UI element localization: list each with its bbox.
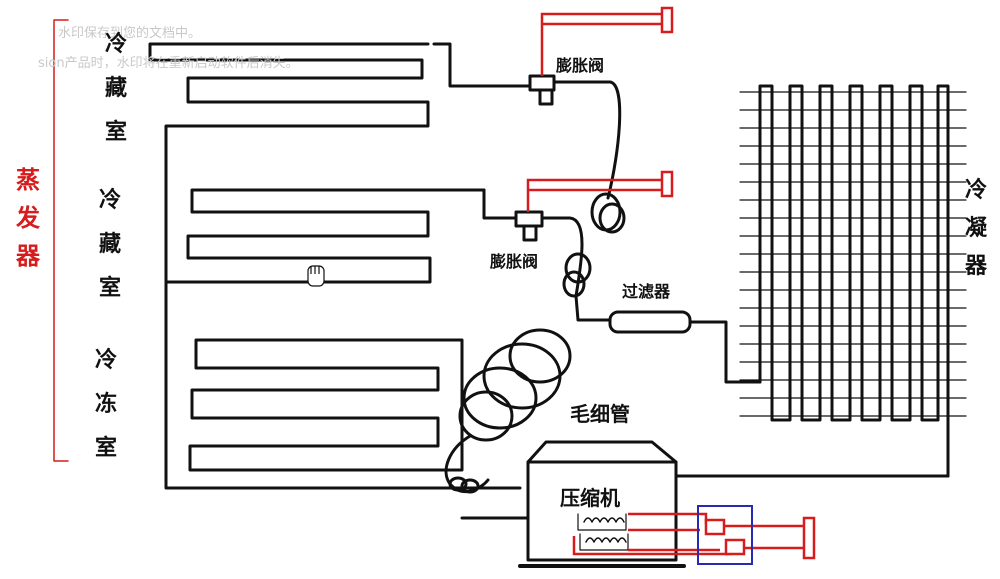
evaporator-bracket — [53, 19, 69, 462]
label-capillary: 毛细管 — [570, 402, 630, 426]
capillary-tube — [444, 328, 572, 494]
label-filter: 过滤器 — [622, 282, 671, 301]
mid-valve-wire — [526, 178, 664, 212]
expansion-valve-mid-wire — [540, 216, 612, 322]
expansion-valve-mid — [514, 210, 544, 228]
condenser-coil — [758, 84, 950, 478]
label-freezer: 冷冻室 — [94, 348, 117, 461]
compressor-wire — [572, 512, 732, 556]
label-fridge-mid: 冷藏室 — [98, 188, 121, 301]
relay-box — [697, 505, 753, 565]
filter-outlet — [688, 320, 762, 384]
label-evaporator: 蒸发器 — [16, 166, 40, 270]
label-expansion-valve-top: 膨胀阀 — [556, 56, 605, 75]
mid-fridge-serpentine — [164, 188, 486, 284]
watermark-line-2: sion产品时，水印将在重新启动软件后消失。 — [38, 56, 299, 71]
freezer-coil — [188, 338, 464, 472]
top-fridge-coil — [148, 42, 430, 142]
label-expansion-valve-mid: 膨胀阀 — [490, 252, 539, 271]
watermark-line-1: 水印保存到您的文档中。 — [58, 26, 202, 41]
filter-body — [608, 310, 692, 334]
hand-cursor-icon — [307, 265, 325, 287]
top-valve-wire — [540, 12, 664, 76]
label-compressor: 压缩机 — [560, 486, 620, 510]
expansion-valve-top — [528, 74, 556, 92]
top-supply-pipe — [432, 42, 532, 88]
label-fridge-top: 冷藏室 — [104, 32, 127, 145]
label-condenser: 冷凝器 — [964, 178, 987, 279]
condenser-fins — [739, 91, 967, 417]
mid-fridge-coil — [164, 128, 522, 490]
mid-supply-pipe — [482, 188, 524, 220]
